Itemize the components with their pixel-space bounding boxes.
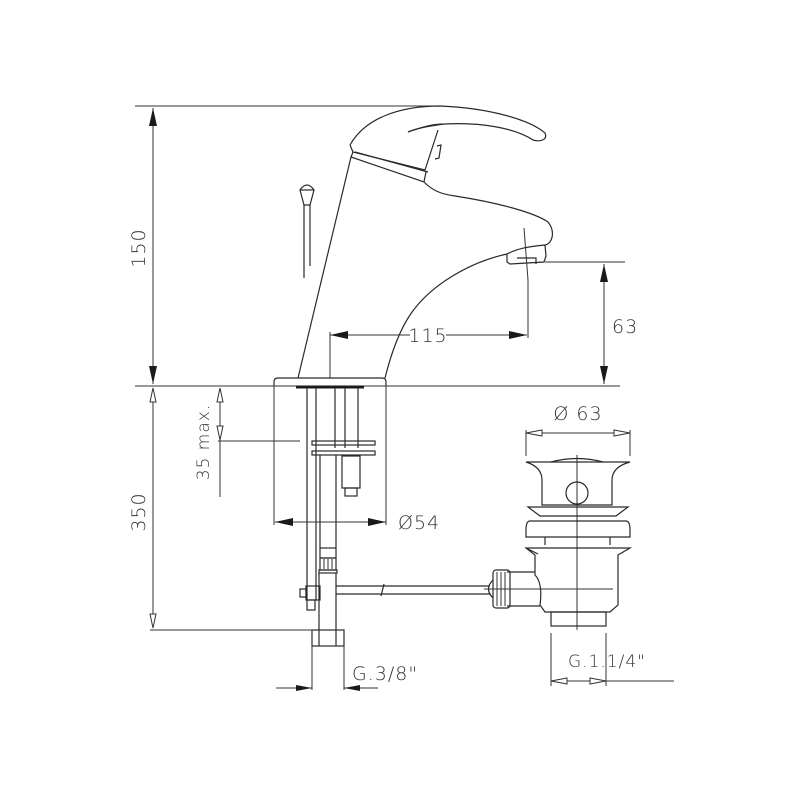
dim-150-label: 150 (128, 228, 150, 267)
dimension-overall-height: 150 (128, 108, 157, 384)
dimension-spout-reach: 115 (329, 280, 529, 378)
dim-35max-label: 35 max. (194, 404, 214, 480)
dim-63-label: 63 (612, 316, 638, 338)
dimension-below-deck: 350 (128, 387, 312, 631)
dim-o63-label: Ø 63 (553, 403, 602, 425)
popup-waste (484, 455, 633, 630)
dim-g38-label: G.3/8" (352, 663, 418, 685)
dim-350-label: 350 (128, 492, 150, 531)
dimension-spout-height: 63 (545, 261, 638, 384)
dim-115-label: 115 (408, 325, 447, 347)
dimension-base-diameter: Ø54 (275, 512, 440, 534)
popup-rod (299, 184, 315, 278)
dim-o54-label: Ø54 (398, 512, 440, 534)
below-deck-assembly (273, 386, 490, 647)
deck-line (135, 385, 620, 389)
dimension-supply-thread: G.3/8" (276, 646, 418, 691)
dimension-waste-thread: G.1.1/4" (550, 633, 674, 686)
dimension-waste-diameter: Ø 63 (525, 403, 631, 456)
dim-g114-label: G.1.1/4" (568, 652, 646, 672)
dimension-deck-thickness: 35 max. (194, 387, 300, 497)
faucet-body (135, 105, 554, 386)
